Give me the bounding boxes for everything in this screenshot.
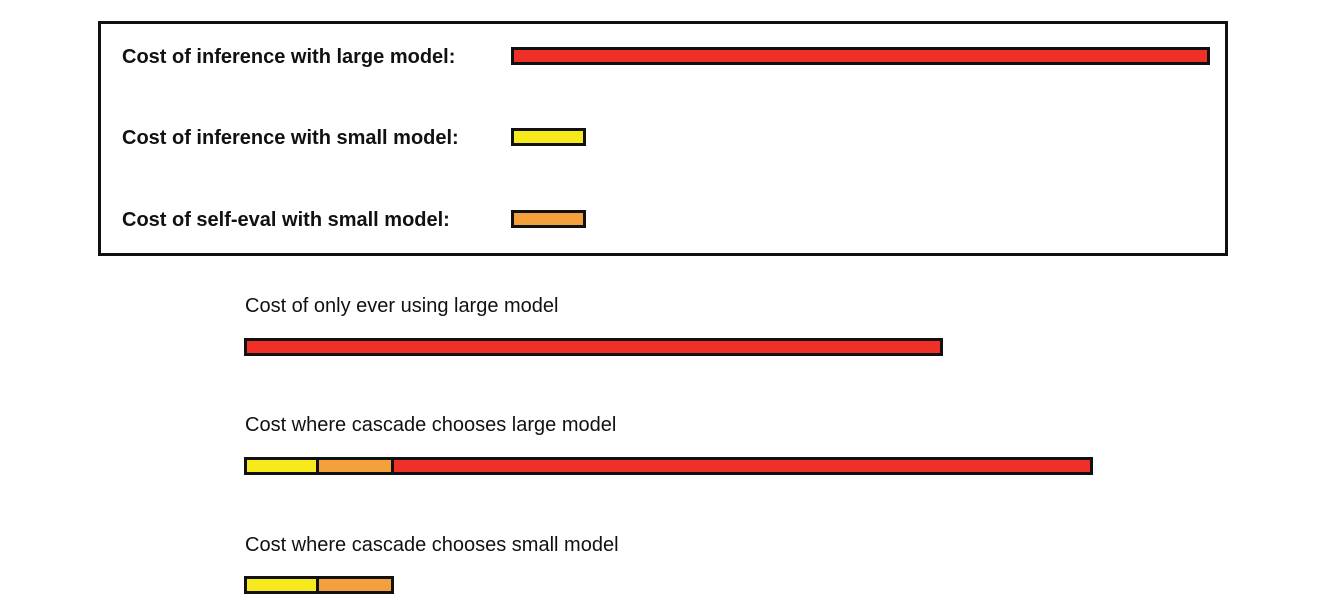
legend-label-small-inference: Cost of inference with small model: (122, 127, 459, 149)
legend-label-large-inference: Cost of inference with large model: (122, 46, 456, 68)
scenario-label-cascade-small: Cost where cascade chooses small model (245, 534, 619, 556)
legend-bar-small-inference (511, 128, 586, 146)
bar-segment-self_eval (316, 457, 394, 475)
legend-bar-self-eval (511, 210, 586, 228)
legend-bar-large-inference (511, 47, 1210, 65)
bar-segment-large (391, 457, 1093, 475)
bar-segment-self_eval (316, 576, 394, 594)
legend-label-self-eval: Cost of self-eval with small model: (122, 209, 450, 231)
scenario-label-only-large: Cost of only ever using large model (245, 295, 559, 317)
bar-segment-small (244, 576, 319, 594)
scenario-label-cascade-large: Cost where cascade chooses large model (245, 414, 617, 436)
legend-box (98, 21, 1228, 256)
bar-segment-small (244, 457, 319, 475)
bar-segment-large (244, 338, 943, 356)
